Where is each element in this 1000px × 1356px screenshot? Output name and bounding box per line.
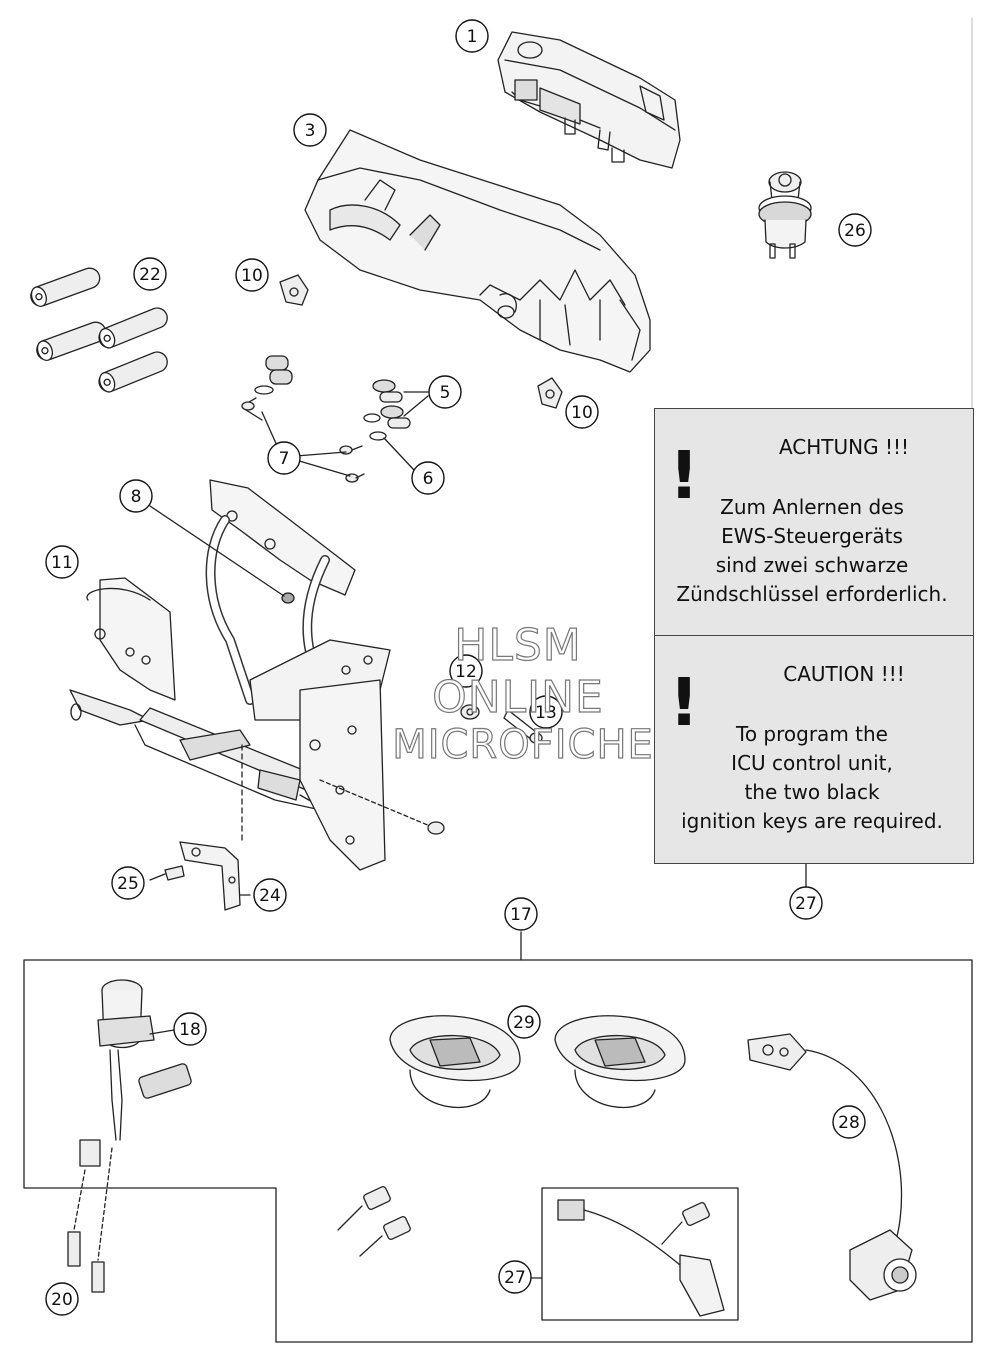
small-bracket-drawing (149, 744, 251, 911)
callout-circle (428, 375, 462, 409)
callout-circle (789, 886, 823, 920)
callout-number: 3 (305, 121, 316, 141)
callout-number: 1 (467, 27, 478, 47)
callout-number: 13 (535, 703, 557, 723)
warning-title-german: ACHTUNG !!! (778, 435, 910, 459)
callout-number: 12 (455, 662, 477, 682)
callout-circle (832, 1105, 866, 1139)
callout-c11: 11 (45, 545, 79, 579)
callout-number: 5 (440, 383, 451, 403)
callout-number: 24 (259, 886, 281, 906)
washer-bolt-drawing (460, 704, 543, 744)
callout-circle (838, 213, 872, 247)
callout-circle (253, 878, 287, 912)
exclamation-icon: ! (669, 437, 700, 514)
callout-circle (45, 1282, 79, 1316)
callout-circle (449, 654, 483, 688)
warning-text-german: Zum Anlernen des EWS-Steuergeräts sind z… (676, 495, 948, 606)
callout-c1: 1 (455, 19, 489, 53)
callout-c10a: 10 (235, 258, 269, 292)
callout-number: 8 (131, 487, 142, 507)
callout-number: 28 (838, 1113, 860, 1133)
callout-number: 6 (423, 469, 434, 489)
callout-number: 11 (51, 553, 73, 573)
callout-number: 17 (510, 905, 532, 925)
callout-number: 25 (117, 874, 139, 894)
callout-circle (411, 461, 445, 495)
grommets-screws-drawing (241, 355, 429, 483)
callout-circle (133, 257, 167, 291)
callout-c12: 12 (449, 654, 483, 688)
sensor-cable-drawing (747, 1033, 917, 1301)
callout-c13: 13 (529, 695, 563, 729)
callout-number: 29 (513, 1013, 535, 1033)
callout-number: 20 (51, 1290, 73, 1310)
warning-box-english: ! CAUTION !!! To program the ICU control… (654, 635, 974, 864)
watermark-line-3: MICROFICHE (392, 721, 654, 768)
callout-number: 27 (795, 894, 817, 914)
ignition-lock-drawing (67, 979, 192, 1293)
callout-c27b: 27 (498, 1260, 532, 1294)
callout-c17: 17 (504, 897, 538, 931)
callout-circle (235, 258, 269, 292)
instrument-cluster-drawing (497, 31, 681, 169)
callout-c18: 18 (173, 1012, 207, 1046)
callout-c24: 24 (253, 878, 287, 912)
ignition-keys-drawing (337, 1186, 725, 1317)
watermark-line-1: HLSM (454, 619, 582, 671)
callout-number: 18 (179, 1020, 201, 1040)
callout-c6: 6 (411, 461, 445, 495)
callout-c20: 20 (45, 1282, 79, 1316)
callout-number: 10 (571, 403, 593, 423)
tank-cap-drawing (389, 1015, 686, 1109)
callout-number: 27 (504, 1268, 526, 1288)
callout-circle (529, 695, 563, 729)
warning-text-english: To program the ICU control unit, the two… (681, 722, 943, 833)
callout-circle (504, 897, 538, 931)
callout-c8: 8 (119, 479, 153, 513)
callout-number: 10 (241, 266, 263, 286)
callout-circle (111, 866, 145, 900)
callout-circle (267, 441, 301, 475)
callout-c10b: 10 (565, 395, 599, 429)
fairing-drawing (304, 129, 651, 373)
callout-number: 7 (279, 449, 290, 469)
callout-circle (455, 19, 489, 53)
callout-circle (293, 113, 327, 147)
callout-c27a: 27 (789, 886, 823, 920)
callout-c26: 26 (838, 213, 872, 247)
watermark-line-2: ONLINE (432, 671, 604, 723)
exclamation-icon: ! (669, 664, 700, 741)
callout-circle (45, 545, 79, 579)
speed-nut-drawing (279, 274, 563, 409)
callout-c25: 25 (111, 866, 145, 900)
callout-c22: 22 (133, 257, 167, 291)
callout-c3: 3 (293, 113, 327, 147)
kit-outline (23, 863, 973, 1343)
callout-circle (507, 1005, 541, 1039)
rubber-sleeves-drawing (30, 267, 168, 393)
warning-title-english: CAUTION !!! (783, 662, 905, 686)
callout-number: 26 (844, 221, 866, 241)
mounting-bracket-drawing (69, 479, 445, 871)
callout-c5: 5 (428, 375, 462, 409)
callout-circle (498, 1260, 532, 1294)
callout-c29: 29 (507, 1005, 541, 1039)
callout-circle (565, 395, 599, 429)
callout-c28: 28 (832, 1105, 866, 1139)
callout-circle (119, 479, 153, 513)
power-socket-drawing (758, 171, 812, 259)
warning-box-german: ! ACHTUNG !!! Zum Anlernen des EWS-Steue… (654, 408, 974, 636)
callout-number: 22 (139, 265, 161, 285)
callout-c7: 7 (267, 441, 301, 475)
callout-circle (173, 1012, 207, 1046)
